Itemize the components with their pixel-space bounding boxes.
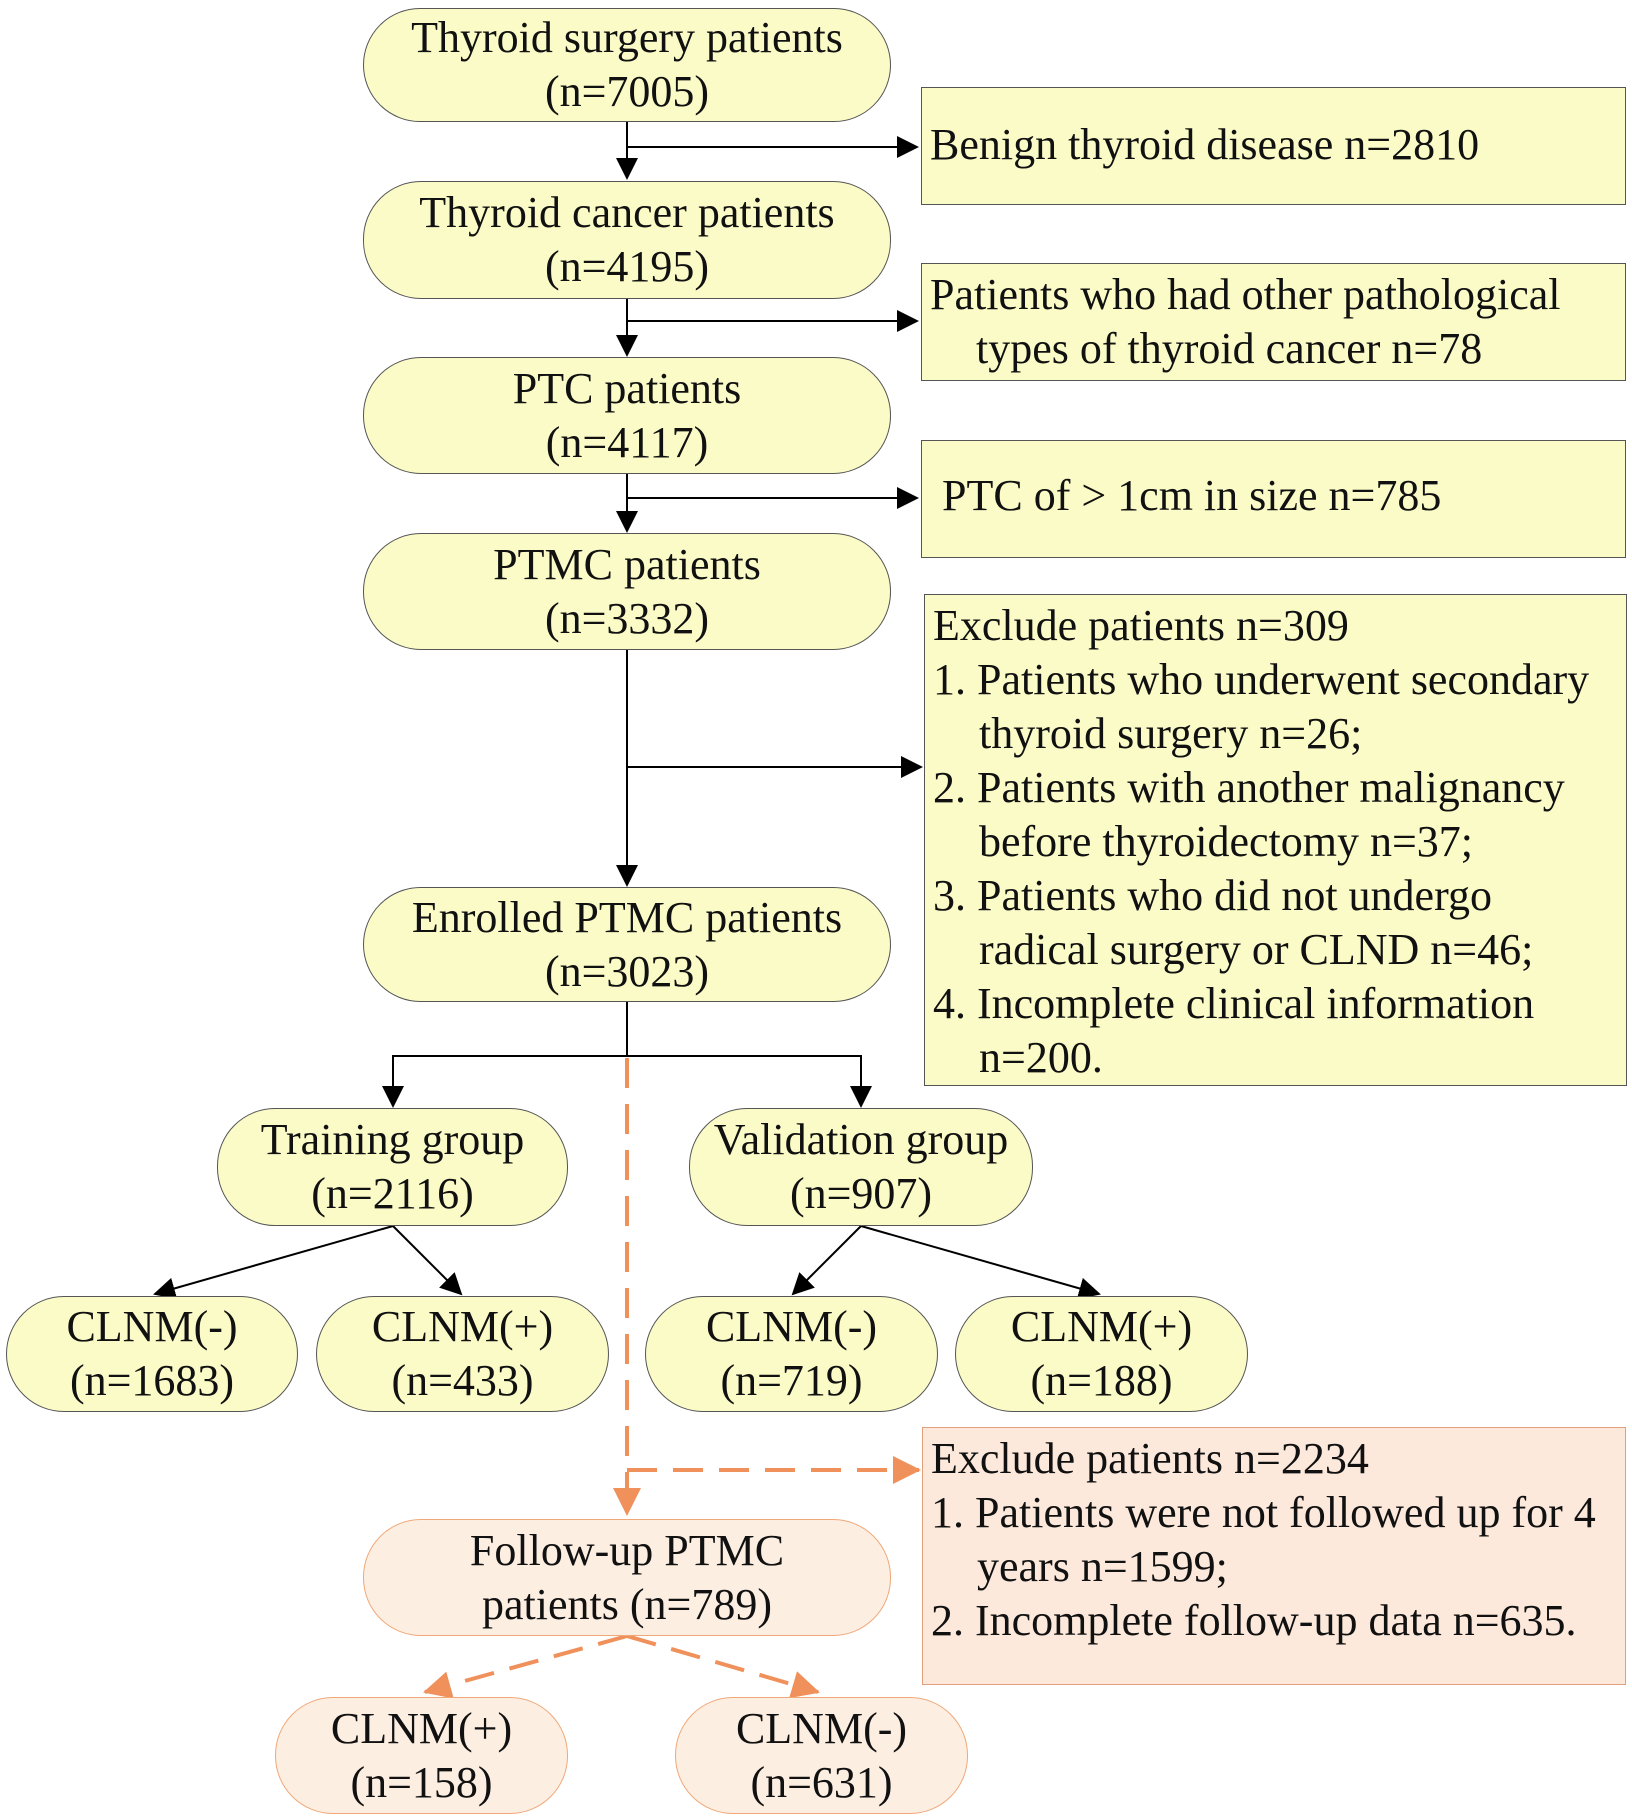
node-validation-clnm-negative: CLNM(-) (n=719) <box>645 1296 938 1412</box>
connector-enrolled-split <box>382 1002 628 1108</box>
node-title: CLNM(+) <box>1010 1302 1193 1351</box>
exclusion-item: 1. Patients who underwent secondary thyr… <box>933 655 1590 758</box>
arrow-training-to-neg <box>153 1225 394 1300</box>
node-followup-clnm-positive: CLNM(+) (n=158) <box>275 1697 568 1814</box>
node-count: (n=719) <box>720 1356 863 1405</box>
node-enrolled-ptmc-patients: Enrolled PTMC patients (n=3023) <box>363 887 891 1002</box>
exclusion-header: Exclude patients n=2234 <box>931 1434 1369 1483</box>
node-title: CLNM(+) <box>371 1302 554 1351</box>
exclusion-other-pathological-types: Patients who had other pathological type… <box>921 263 1626 381</box>
exclusion-text-line2: types of thyroid cancer n=78 <box>976 324 1483 373</box>
node-count: patients (n=789) <box>482 1579 772 1629</box>
node-count: (n=3023) <box>544 946 710 996</box>
arrow-training-to-pos <box>392 1225 463 1296</box>
exclusion-item: 2. Patients with another malignancy befo… <box>933 763 1565 866</box>
node-count: (n=907) <box>789 1169 933 1218</box>
exclusion-309-patients: Exclude patients n=309 1. Patients who u… <box>924 594 1627 1086</box>
exclusion-item: 4. Incomplete clinical information n=200… <box>933 979 1535 1082</box>
node-title: Enrolled PTMC patients <box>411 892 843 942</box>
node-count: (n=631) <box>750 1757 893 1807</box>
node-title: CLNM(-) <box>735 1703 908 1753</box>
node-followup-clnm-negative: CLNM(-) (n=631) <box>675 1697 968 1814</box>
node-title: Validation group <box>713 1115 1009 1164</box>
exclusion-item: 2. Incomplete follow-up data n=635. <box>931 1596 1577 1645</box>
exclusion-text: Benign thyroid disease n=2810 <box>930 120 1480 169</box>
exclusion-2234-patients: Exclude patients n=2234 1. Patients were… <box>922 1427 1626 1685</box>
node-title: Thyroid surgery patients <box>411 13 843 62</box>
exclusion-item: 1. Patients were not followed up for 4 y… <box>931 1488 1596 1591</box>
node-count: (n=7005) <box>544 67 710 116</box>
node-title: CLNM(-) <box>705 1302 878 1351</box>
node-title: Follow-up PTMC <box>469 1525 785 1575</box>
node-ptc-patients: PTC patients (n=4117) <box>363 357 891 474</box>
dashed-arrow-followup-to-neg <box>626 1634 820 1699</box>
exclusion-benign-disease: Benign thyroid disease n=2810 <box>921 87 1626 205</box>
node-count: (n=433) <box>391 1356 534 1405</box>
node-validation-clnm-positive: CLNM(+) (n=188) <box>955 1296 1248 1412</box>
exclusion-header: Exclude patients n=309 <box>933 601 1349 650</box>
node-title: Thyroid cancer patients <box>419 188 835 237</box>
node-ptmc-patients: PTMC patients (n=3332) <box>363 533 891 650</box>
exclusion-text-line1: Patients who had other pathological <box>930 270 1561 319</box>
exclusion-item: 3. Patients who did not undergo radical … <box>933 871 1534 974</box>
node-title: CLNM(+) <box>330 1703 513 1753</box>
connector-enrolled-split-right <box>627 1055 872 1108</box>
node-count: (n=4117) <box>545 417 709 467</box>
exclusion-text: PTC of > 1cm in size n=785 <box>942 471 1442 520</box>
node-count: (n=3332) <box>544 593 710 643</box>
node-validation-group: Validation group (n=907) <box>689 1108 1033 1226</box>
node-thyroid-cancer-patients: Thyroid cancer patients (n=4195) <box>363 181 891 299</box>
node-title: CLNM(-) <box>66 1302 238 1351</box>
node-title: PTC patients <box>512 363 742 413</box>
arrow-validation-to-pos <box>860 1225 1101 1300</box>
node-count: (n=1683) <box>69 1356 235 1405</box>
node-count: (n=4195) <box>544 242 710 291</box>
dashed-arrow-followup-to-pos <box>423 1634 628 1699</box>
node-training-clnm-negative: CLNM(-) (n=1683) <box>6 1296 298 1412</box>
exclusion-large-ptc: PTC of > 1cm in size n=785 <box>921 440 1626 558</box>
node-title: PTMC patients <box>493 539 761 589</box>
node-count: (n=2116) <box>311 1169 474 1218</box>
node-title: Training group <box>260 1115 525 1164</box>
node-training-clnm-positive: CLNM(+) (n=433) <box>316 1296 609 1412</box>
node-follow-up-ptmc-patients: Follow-up PTMC patients (n=789) <box>363 1519 891 1636</box>
node-count: (n=188) <box>1030 1356 1173 1405</box>
node-thyroid-surgery-patients: Thyroid surgery patients (n=7005) <box>363 8 891 122</box>
arrow-validation-to-neg <box>791 1225 862 1296</box>
node-training-group: Training group (n=2116) <box>217 1108 568 1226</box>
node-count: (n=158) <box>350 1757 493 1807</box>
